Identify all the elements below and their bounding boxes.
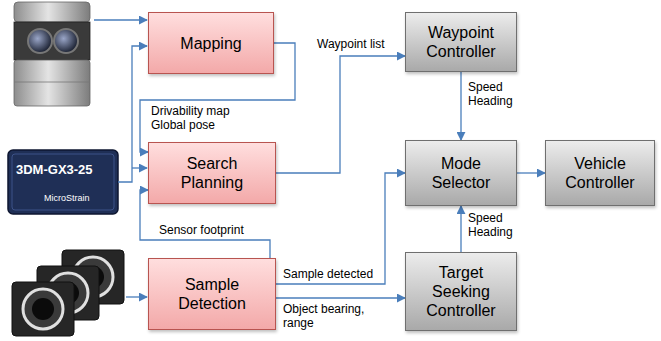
process-box: Sample Detection: [148, 258, 276, 330]
connector-arrow: [460, 72, 461, 140]
connector-arrow: [276, 297, 405, 298]
edge-label: Waypoint list: [316, 37, 386, 51]
node-label: Target Seeking Controller: [414, 263, 508, 320]
edge-label: Speed Heading: [467, 80, 529, 108]
node-label: Search Planning: [157, 154, 267, 192]
edge-label: Drivability map Global pose: [150, 104, 252, 132]
edge-label: Sensor footprint: [158, 223, 245, 237]
controller-box: Target Seeking Controller: [405, 252, 517, 331]
device-text: 3DM-GX3-25: [16, 162, 93, 177]
sensor-feed-lines: [94, 20, 147, 297]
node-label: Sample Detection: [157, 275, 267, 313]
node-label: Mapping: [180, 34, 241, 53]
connector-arrow: [276, 56, 405, 173]
connector-arrow: [276, 173, 405, 284]
edge-label: Object bearing, range: [282, 302, 384, 330]
process-box: Search Planning: [148, 142, 276, 204]
imu-unit: [8, 150, 118, 214]
controller-box: Waypoint Controller: [405, 12, 517, 72]
node-label: Mode Selector: [414, 154, 508, 192]
node-label: Vehicle Controller: [554, 154, 646, 192]
edge-label: Sample detected: [282, 267, 374, 281]
connector-arrow: [460, 206, 461, 252]
device-text: MicroStrain: [44, 193, 90, 203]
camera-group: [12, 250, 124, 336]
controller-box: Vehicle Controller: [545, 140, 655, 206]
connector-arrow: [517, 172, 545, 173]
edge-label: Speed Heading: [467, 211, 529, 239]
controller-box: Mode Selector: [405, 140, 517, 206]
node-label: Waypoint Controller: [414, 23, 508, 61]
stereo-sensor: [14, 2, 90, 106]
process-box: Mapping: [148, 12, 274, 74]
